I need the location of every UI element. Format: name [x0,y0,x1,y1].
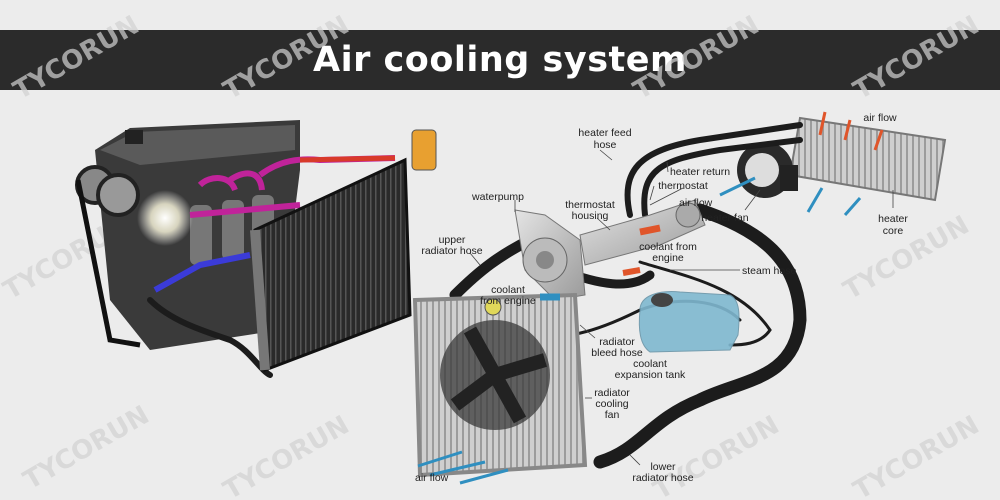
cool-air-arrow [719,176,756,197]
label-heater-return: heater return [670,166,730,178]
heater-feed-hose [624,122,803,218]
label-waterpump: waterpump [471,191,524,203]
label-air-flow-top: air flow [863,112,897,124]
label-thermostat: thermostat [658,180,708,192]
title-bar: Air cooling system [0,30,1000,90]
hot-coolant-arrow [622,267,641,276]
watermark: TYCORUN [219,410,355,500]
watermark: TYCORUN [219,10,355,106]
label-air-flow-fan: air flow [679,197,713,209]
airflow-arrows [417,111,884,485]
cool-air-arrow [417,450,463,468]
cool-air-arrow [429,460,486,477]
lower-radiator-hose [593,203,807,469]
label-air-flow-bottom: air flow [415,472,449,484]
watermark: TYCORUN [19,400,155,496]
waterpump [514,209,586,301]
label-steam-hose: steam hose [742,265,796,277]
coolant-expansion-tank [638,291,740,353]
leader-lines [469,149,894,466]
page-title: Air cooling system [313,40,687,80]
watermark: TYCORUN [9,10,145,106]
engine-illustration [75,120,437,378]
watermark: TYCORUN [629,10,765,106]
cool-air-arrow [843,197,862,216]
radiator [412,292,588,478]
hot-air-arrow [818,111,827,136]
watermark: TYCORUN [849,10,985,106]
heater-fan [737,142,798,198]
hot-coolant-arrow [639,224,661,236]
cool-air-arrow [459,468,509,485]
hot-air-arrow [873,129,884,151]
watermark: TYCORUN [849,410,985,500]
label-heater-fan: heater fan [701,212,748,224]
hot-air-arrow [843,119,852,141]
cool-air-arrow [806,187,824,213]
heater-return-hose [641,137,803,218]
steam-hose [638,260,772,347]
heater-core [788,116,947,202]
